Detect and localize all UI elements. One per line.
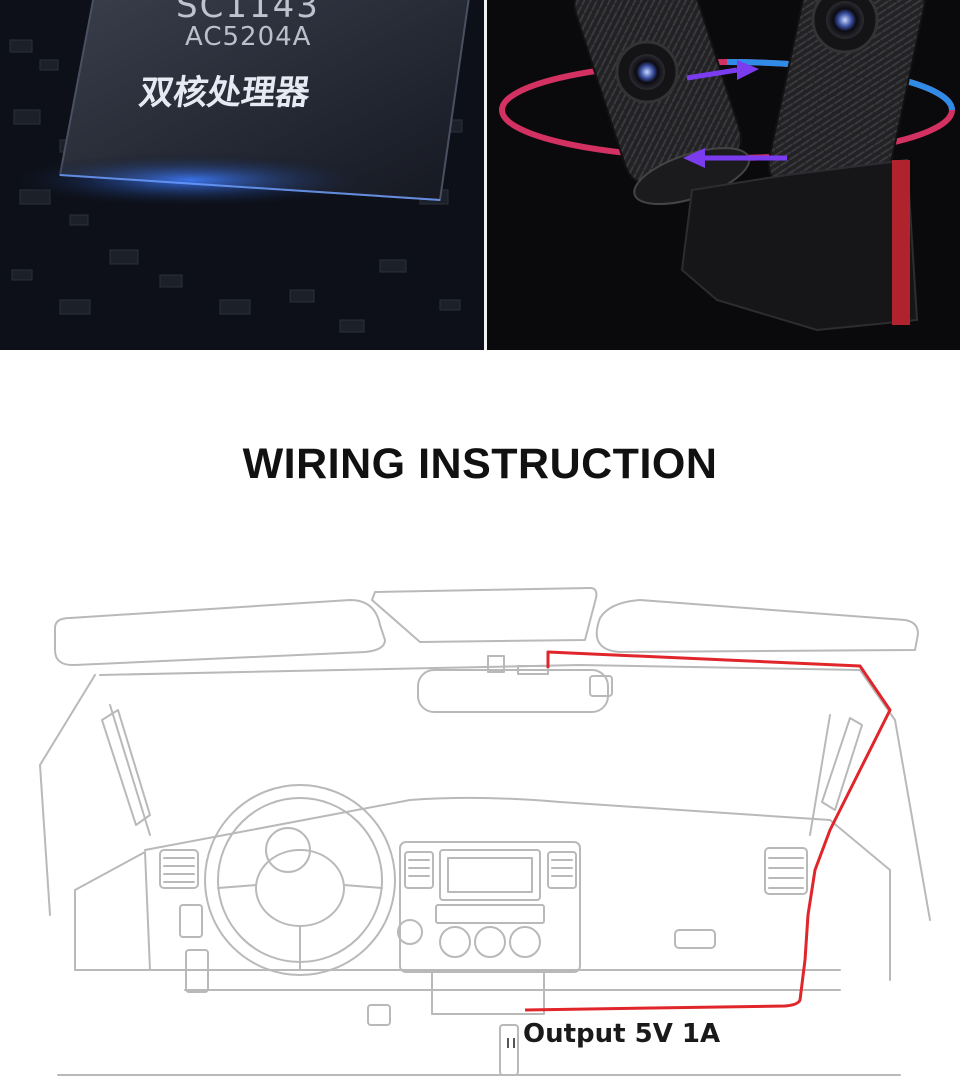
wiring-instruction-title: WIRING INSTRUCTION <box>242 440 718 488</box>
power-cable-route <box>524 650 892 1012</box>
rotating-camera-image <box>487 0 960 350</box>
steering-wheel <box>204 784 396 976</box>
camera-illustration <box>487 0 960 350</box>
chip-model-text: SC1143 <box>176 0 320 26</box>
rearview-mirror <box>417 669 609 713</box>
output-spec-label: Output 5V 1A <box>523 1019 721 1049</box>
car-wiring-diagram <box>39 587 931 1076</box>
center-windshield-top <box>371 587 598 643</box>
panel-divider <box>484 0 487 350</box>
chip-code-text: AC5204A <box>185 22 312 52</box>
dashboard-top <box>144 796 831 851</box>
head-unit-screen <box>439 849 541 901</box>
chip-illustration <box>0 0 484 350</box>
right-a-pillar <box>821 717 863 811</box>
center-console <box>399 841 581 973</box>
left-sun-visor <box>54 599 386 667</box>
cable-plug-icon <box>507 1038 515 1048</box>
processor-chip-image: SC1143 AC5204A 双核处理器 <box>0 0 484 350</box>
right-sun-visor <box>595 599 919 653</box>
product-images-row: SC1143 AC5204A 双核处理器 <box>0 0 960 350</box>
left-a-pillar <box>101 709 151 826</box>
chip-chinese-text: 双核处理器 <box>136 73 313 113</box>
